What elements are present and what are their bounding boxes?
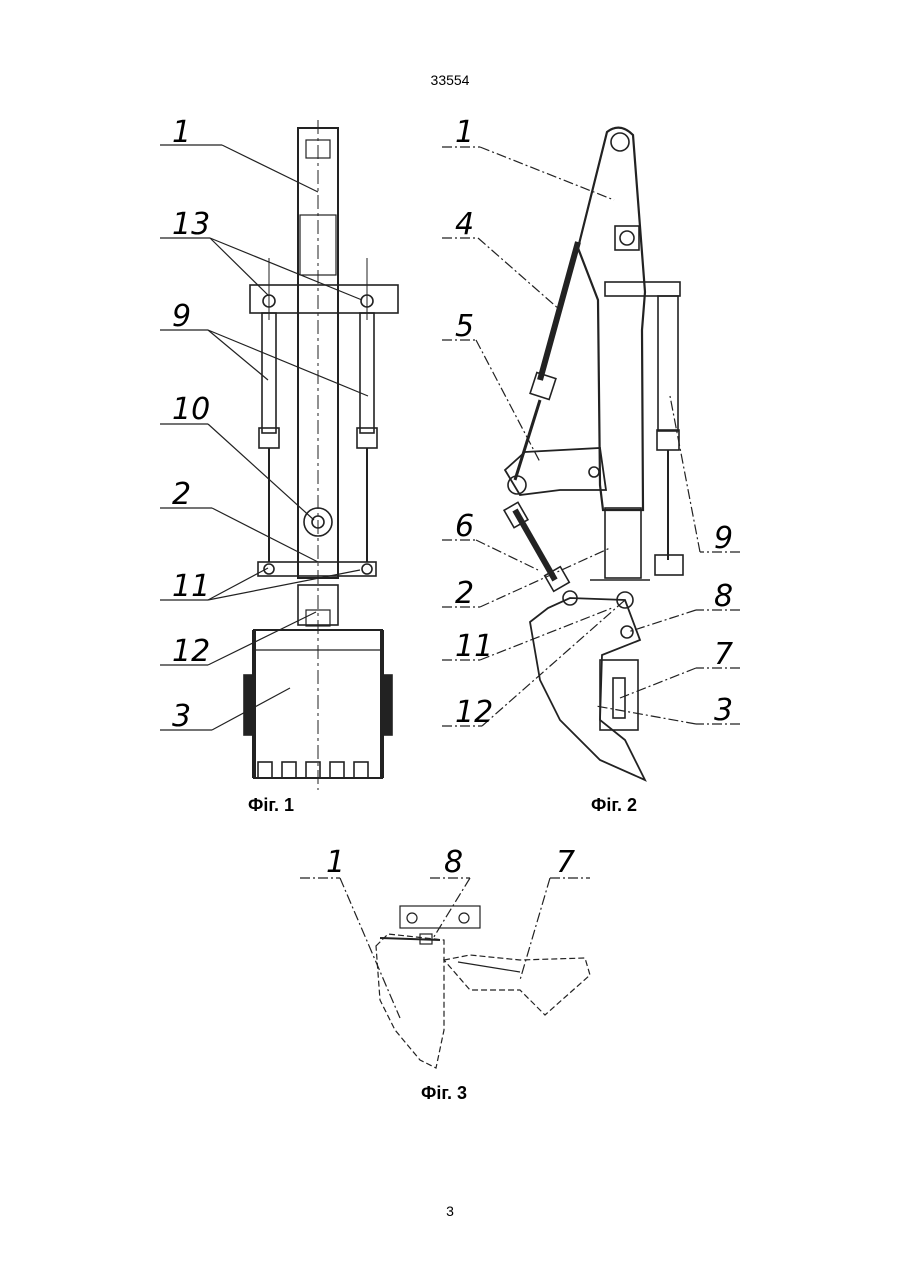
fig1-label-11: 11: [172, 572, 210, 602]
fig1-label-10: 10: [172, 395, 210, 425]
fig2-label-6: 6: [455, 512, 474, 542]
fig2-label-5: 5: [455, 312, 474, 342]
figure-2-caption: Фіг. 2: [591, 795, 637, 816]
fig1-label-1: 1: [172, 118, 191, 148]
fig1-label-2: 2: [172, 480, 191, 510]
figure-2-drawing: [442, 128, 740, 780]
fig1-label-9: 9: [172, 302, 191, 332]
figure-3-caption: Фіг. 3: [421, 1083, 467, 1104]
fig3-label-8: 8: [444, 848, 463, 878]
page-number: 3: [0, 1203, 900, 1219]
figure-3-drawing: [300, 878, 590, 1068]
fig2-label-12: 12: [455, 698, 493, 728]
fig2-label-11: 11: [455, 632, 493, 662]
fig3-label-1: 1: [326, 848, 345, 878]
fig2-label-7: 7: [714, 640, 733, 670]
fig3-label-7: 7: [556, 848, 575, 878]
fig2-label-3: 3: [714, 696, 733, 726]
fig1-label-3: 3: [172, 702, 191, 732]
fig1-label-13: 13: [172, 210, 210, 240]
fig1-label-12: 12: [172, 637, 210, 667]
fig2-label-8: 8: [714, 582, 733, 612]
figure-1-caption: Фіг. 1: [248, 795, 294, 816]
fig2-label-2: 2: [455, 579, 474, 609]
fig2-label-1: 1: [455, 118, 474, 148]
fig2-label-4: 4: [455, 210, 474, 240]
fig2-label-9: 9: [714, 524, 733, 554]
